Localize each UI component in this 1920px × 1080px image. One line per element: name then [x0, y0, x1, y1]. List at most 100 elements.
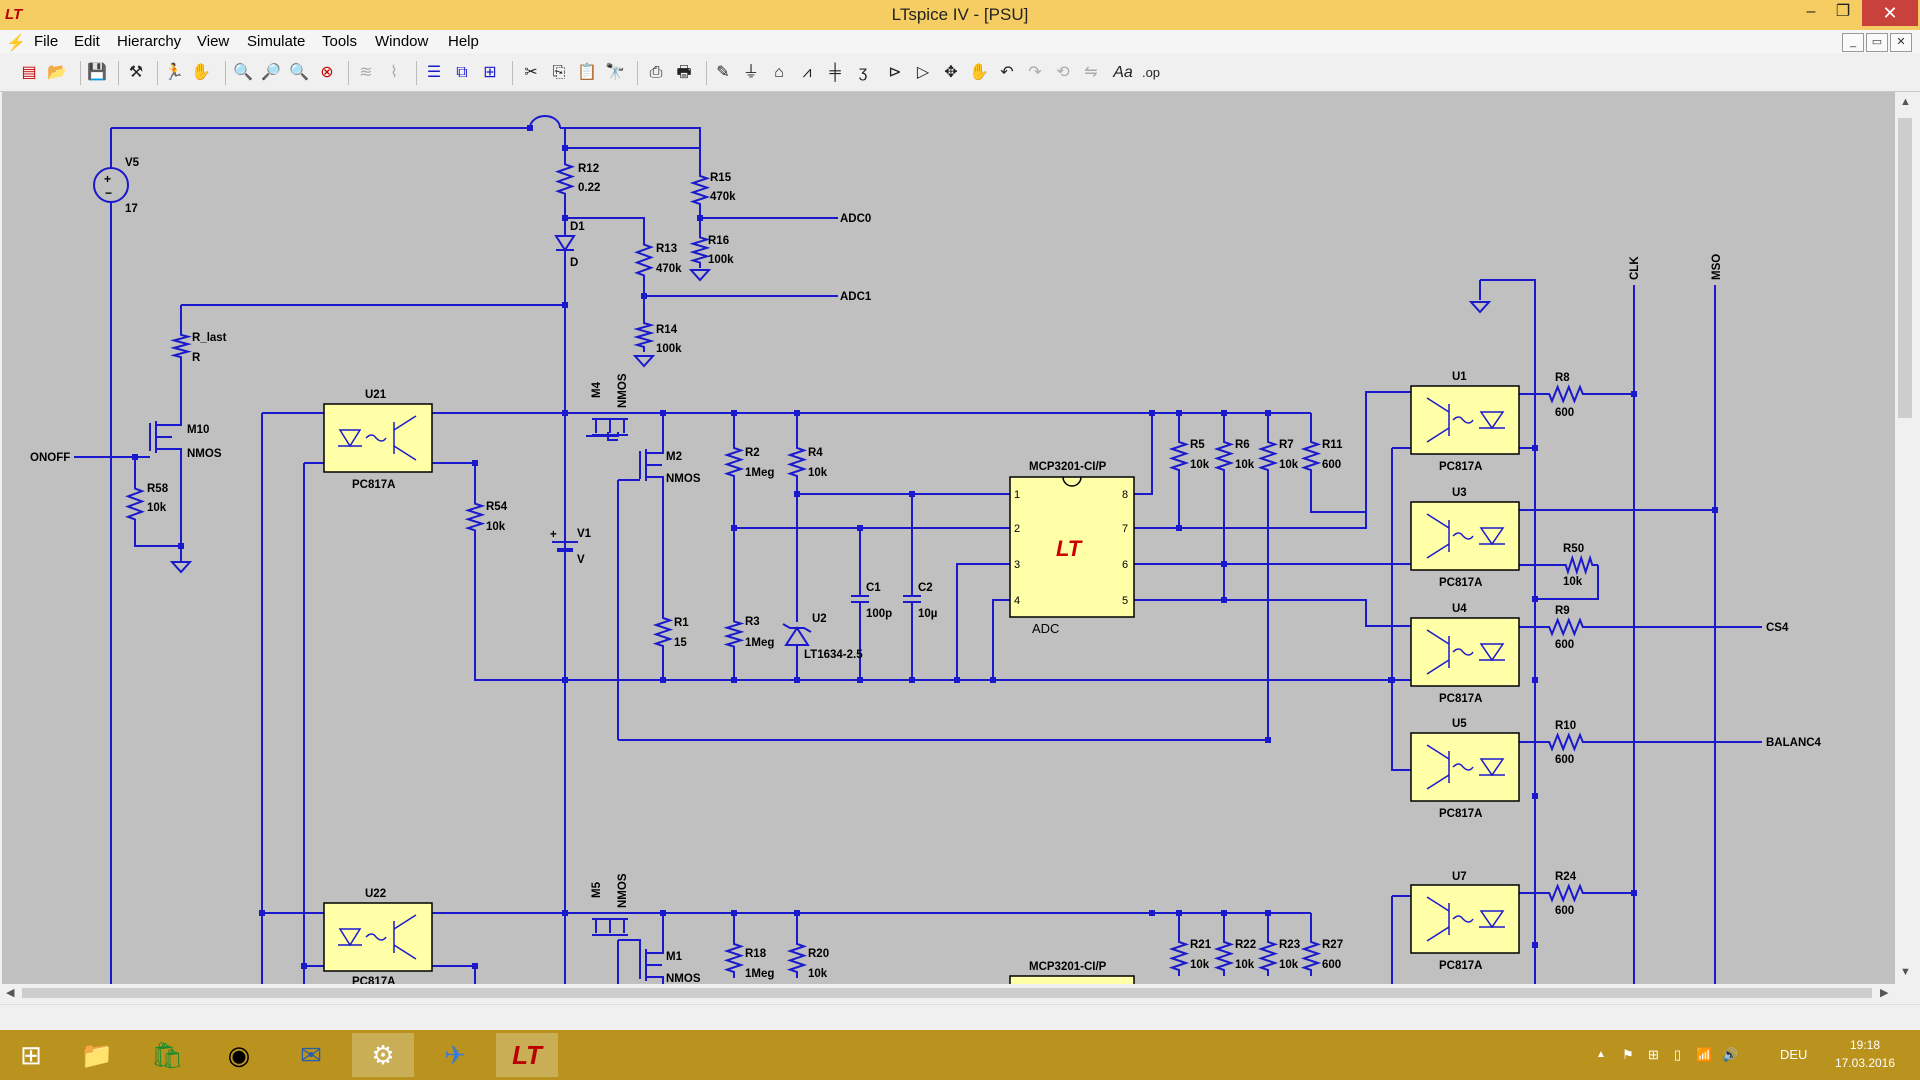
r54-resistor[interactable]: [464, 498, 486, 536]
steam-icon[interactable]: ⚙: [352, 1033, 414, 1077]
waveform-icon[interactable]: ⌇: [390, 64, 398, 81]
m2-mosfet[interactable]: [639, 449, 662, 481]
store-icon[interactable]: 🛍: [150, 1040, 184, 1070]
menu-simulate[interactable]: Simulate: [247, 33, 306, 50]
r5-resistor[interactable]: [1168, 436, 1190, 476]
wall-connector[interactable]: [529, 115, 561, 129]
undo-icon[interactable]: ↶: [1000, 64, 1014, 81]
r14-resistor[interactable]: [633, 318, 655, 352]
r6-resistor[interactable]: [1213, 436, 1235, 476]
tile-icon[interactable]: ⊞: [483, 64, 497, 81]
find-icon[interactable]: 🔭: [605, 64, 625, 81]
control-panel-icon[interactable]: ⚒: [128, 64, 144, 81]
r1-resistor[interactable]: [652, 612, 674, 652]
r11-resistor[interactable]: [1300, 436, 1322, 476]
file-explorer-icon[interactable]: 📁: [80, 1040, 114, 1070]
menu-help[interactable]: Help: [448, 33, 479, 50]
cascade-icon[interactable]: ⧉: [456, 64, 468, 81]
volume-icon[interactable]: 🔊: [1722, 1047, 1739, 1062]
mdi-close-button[interactable]: ✕: [1890, 33, 1912, 52]
diode-icon[interactable]: ⊳: [888, 64, 902, 81]
r27-resistor[interactable]: [1300, 936, 1322, 976]
r9-resistor[interactable]: [1542, 617, 1590, 637]
menu-window[interactable]: Window: [375, 33, 429, 50]
scroll-up-icon[interactable]: ▲: [1900, 96, 1911, 108]
inductor-icon[interactable]: ʒ: [858, 64, 868, 81]
battery-icon[interactable]: ▯: [1674, 1047, 1682, 1062]
c1-capacitor[interactable]: [851, 595, 869, 603]
adc2-chip[interactable]: [1009, 975, 1135, 984]
r4-resistor[interactable]: [786, 442, 808, 482]
v5-source[interactable]: [93, 167, 129, 203]
menu-edit[interactable]: Edit: [74, 33, 100, 50]
wire[interactable]: [1519, 447, 1536, 984]
paste-icon[interactable]: 📋: [577, 64, 597, 81]
open-icon[interactable]: 📂: [47, 64, 67, 81]
c2-capacitor[interactable]: [903, 595, 921, 603]
adc-chip[interactable]: [1009, 476, 1135, 618]
menu-hierarchy[interactable]: Hierarchy: [117, 33, 182, 50]
chrome-icon[interactable]: ◉: [227, 1040, 251, 1070]
r2-resistor[interactable]: [723, 442, 745, 482]
skype-icon[interactable]: ✈: [444, 1040, 466, 1070]
wire[interactable]: [662, 913, 664, 954]
r15-resistor[interactable]: [689, 170, 711, 210]
label-net-icon[interactable]: ⌂: [774, 64, 784, 81]
wire[interactable]: [618, 939, 641, 965]
r22-resistor[interactable]: [1213, 936, 1235, 976]
spice-directive-icon[interactable]: .op: [1141, 65, 1161, 80]
windows-start-icon[interactable]: ⊞: [20, 1040, 42, 1070]
d1-diode[interactable]: [554, 235, 576, 252]
r10-resistor[interactable]: [1542, 732, 1590, 752]
mirror-icon[interactable]: ⇋: [1084, 64, 1098, 81]
u7-optocoupler[interactable]: [1410, 884, 1520, 954]
m10-ground[interactable]: [169, 561, 193, 574]
language-indicator[interactable]: DEU: [1780, 1047, 1808, 1062]
zoom-in-icon[interactable]: 🔍: [233, 64, 253, 81]
wire[interactable]: [1480, 279, 1536, 448]
draw-wire-icon[interactable]: ✎: [716, 64, 730, 81]
menu-view[interactable]: View: [197, 33, 230, 50]
save-icon[interactable]: 💾: [87, 64, 107, 81]
u22-optocoupler[interactable]: [323, 902, 433, 972]
r20-resistor[interactable]: [786, 938, 808, 978]
wire[interactable]: [1134, 413, 1153, 495]
r21-resistor[interactable]: [1168, 936, 1190, 976]
menu-tools[interactable]: Tools: [322, 33, 358, 50]
wire[interactable]: [1310, 476, 1366, 513]
u3-optocoupler[interactable]: [1410, 501, 1520, 571]
m1-mosfet[interactable]: [639, 949, 662, 981]
r16-ground[interactable]: [688, 269, 712, 282]
wire[interactable]: [662, 476, 664, 612]
wire[interactable]: [662, 413, 664, 454]
u4-optocoupler[interactable]: [1410, 617, 1520, 687]
move-icon[interactable]: ✥: [944, 64, 958, 81]
tray-expand-icon[interactable]: ▲: [1596, 1049, 1606, 1060]
app-menu-icon[interactable]: ⚡: [6, 35, 26, 52]
wire[interactable]: [1391, 448, 1411, 771]
wire[interactable]: [432, 462, 476, 498]
wire[interactable]: [565, 217, 645, 238]
wire[interactable]: [662, 976, 664, 984]
menu-file[interactable]: File: [34, 33, 59, 50]
wire[interactable]: [172, 448, 182, 546]
thunderbird-icon[interactable]: ✉: [300, 1040, 322, 1070]
scroll-down-icon[interactable]: ▼: [1900, 966, 1911, 978]
u21-optocoupler[interactable]: [323, 403, 433, 473]
print-setup-icon[interactable]: ⎙: [649, 64, 663, 81]
m5-mosfet[interactable]: [588, 912, 632, 936]
zoom-full-icon[interactable]: 🔍: [289, 64, 309, 81]
u2-zener[interactable]: [784, 626, 810, 646]
r8-resistor[interactable]: [1542, 384, 1590, 404]
u1-ground[interactable]: [1468, 301, 1492, 314]
close-button[interactable]: ✕: [1862, 0, 1918, 26]
r13-resistor[interactable]: [634, 238, 654, 282]
r7-resistor[interactable]: [1257, 436, 1279, 476]
cut-icon[interactable]: ✂: [524, 64, 538, 81]
component-icon[interactable]: ▷: [916, 64, 930, 81]
wire[interactable]: [956, 563, 1010, 680]
r14-ground[interactable]: [632, 355, 656, 368]
u5-optocoupler[interactable]: [1410, 732, 1520, 802]
redo-icon[interactable]: ↷: [1028, 64, 1042, 81]
r3-resistor[interactable]: [723, 616, 745, 652]
